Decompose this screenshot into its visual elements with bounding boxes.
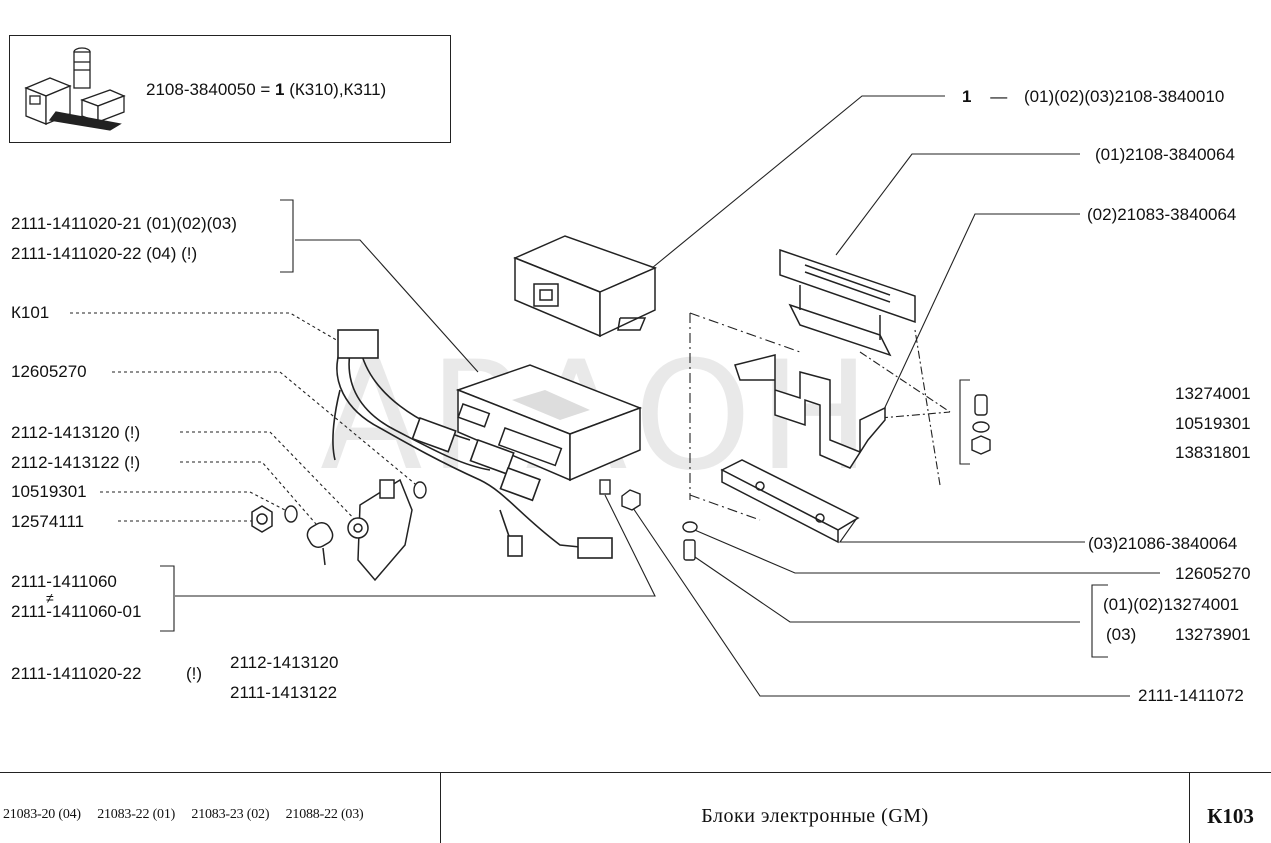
- model-1: 21083-22 (01): [97, 807, 176, 822]
- ecu-controller: [455, 364, 643, 482]
- washer-12605270: [413, 481, 427, 499]
- note-alt-1: 2112-1413120: [230, 653, 339, 672]
- label-bracket-02: (02)21083-3840064: [1087, 205, 1237, 224]
- label-ecu-22: 2111-1411020-22 (04) (!): [11, 244, 198, 263]
- label-screw-2111-1411072: 2111-1411072: [1138, 686, 1244, 705]
- label-bolt-01-02: (01)(02)13274001: [1103, 595, 1240, 614]
- label-2112-1413122: 2112-1413122 (!): [11, 453, 141, 472]
- bracket-21086-3840064: [720, 459, 860, 544]
- washer-12605270-lower: [682, 521, 698, 533]
- knock-sensor: [306, 522, 334, 566]
- model-list: 21083-20 (04) 21083-22 (01) 21083-23 (02…: [3, 807, 377, 823]
- label-12574111: 12574111: [11, 512, 85, 531]
- washer-10519301: [284, 505, 298, 523]
- wiring-harness: [332, 329, 613, 559]
- label-nut-13831801: 13831801: [1175, 443, 1251, 462]
- label-washer-10519301: 10519301: [1175, 414, 1251, 433]
- ecu-module: [513, 235, 658, 338]
- label-12605270-left: 12605270: [11, 362, 87, 381]
- note-alt-2: 2111-1413122: [230, 683, 338, 702]
- fasteners-right: [971, 394, 991, 455]
- label-washer-12605270: 12605270: [1175, 564, 1251, 583]
- screw-2111-1411072: [599, 479, 641, 511]
- title-cell: Блоки электронные (GM): [441, 773, 1190, 843]
- bolt-13274001: [683, 539, 696, 561]
- label-2111-1411060-01: 2111-1411060-01: [11, 602, 142, 621]
- model-3: 21088-22 (03): [285, 807, 364, 822]
- model-0: 21083-20 (04): [3, 807, 81, 822]
- label-bracket-01: (01)2108-3840064: [1095, 145, 1235, 164]
- nut-12574111: [251, 505, 273, 533]
- kit-formula: 2108-3840050 = 1 (К310),К311): [146, 80, 387, 99]
- label-10519301-left: 10519301: [11, 482, 87, 501]
- code-cell: К103: [1190, 773, 1271, 843]
- label-ecu-21: 2111-1411020-21 (01)(02)(03): [11, 214, 237, 233]
- callout-1: 1 — (01)(02)(03)2108-3840010: [962, 87, 1225, 106]
- label-not-equal: ≠: [46, 590, 54, 606]
- label-bolt-13273901: 13273901: [1175, 625, 1251, 644]
- title-block: 21083-20 (04) 21083-22 (01) 21083-23 (02…: [0, 772, 1271, 843]
- kit-icon: [24, 47, 126, 131]
- sensor-2111-1411060: [347, 478, 413, 582]
- models-cell: 21083-20 (04) 21083-22 (01) 21083-23 (02…: [0, 773, 441, 843]
- bracket-21083-3840064: [734, 354, 886, 469]
- leader-lines: [70, 95, 1160, 697]
- label-variant-03: (03): [1106, 625, 1137, 644]
- label-bolt-13274001: 13274001: [1175, 384, 1251, 403]
- kit-inset: 2108-3840050 = 1 (К310),К311): [9, 35, 451, 143]
- label-2112-1413120: 2112-1413120 (!): [11, 423, 141, 442]
- bracket-2108-3840064: [779, 248, 916, 357]
- page-title: Блоки электронные (GM): [701, 805, 929, 827]
- model-2: 21083-23 (02): [191, 807, 270, 822]
- label-k101: К101: [11, 303, 50, 322]
- note-ecu-code: 2111-1411020-22: [11, 664, 142, 683]
- label-2111-1411060: 2111-1411060: [11, 572, 117, 591]
- label-bracket-03: (03)21086-3840064: [1088, 534, 1238, 553]
- note-flag: (!): [186, 664, 203, 683]
- page-code: К103: [1207, 804, 1254, 828]
